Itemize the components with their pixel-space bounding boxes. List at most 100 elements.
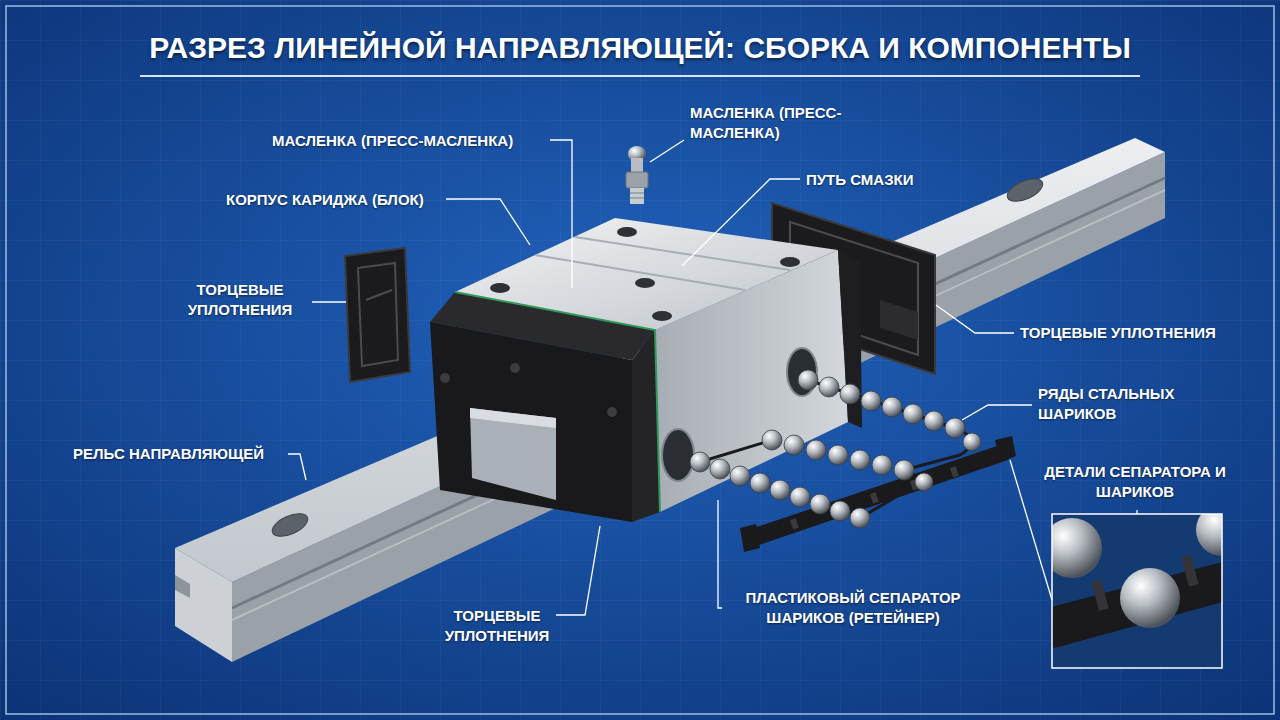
ball-rows: [915, 473, 933, 491]
carriage-block: [617, 227, 637, 237]
grease-nipple: [626, 146, 648, 204]
ball-rows: [790, 487, 810, 507]
guide-rail: [175, 138, 1165, 662]
carriage-block: [662, 429, 694, 481]
grease-nipple: [630, 198, 644, 199]
carriage-block: [470, 408, 556, 428]
ball-rows: [790, 466, 959, 529]
part-label: РЯДЫ СТАЛЬНЫХ ШАРИКОВ: [1038, 384, 1203, 425]
grease-nipple: [630, 193, 644, 194]
ball-rows: [894, 460, 914, 480]
part-label: ТОРЦЕВЫЕ УПЛОТНЕНИЯ: [1020, 323, 1216, 343]
ball-rows: [784, 435, 804, 455]
carriage-block: [787, 348, 817, 396]
leader-lines: [682, 179, 800, 266]
ball-rows: [798, 370, 818, 390]
ball-rows: [828, 445, 848, 465]
grease-nipple: [626, 172, 648, 188]
detail-inset: [1052, 514, 1222, 652]
end-seal-left: [366, 290, 392, 300]
ball-rows: [963, 433, 981, 451]
ball-rows: [830, 501, 850, 521]
ball-rows: [882, 397, 902, 417]
ball-rows: [690, 370, 1016, 552]
carriage-block: [780, 257, 800, 267]
ball-rows: [790, 518, 799, 529]
carriage-block: [490, 283, 510, 293]
leader-lines: [1136, 510, 1137, 514]
carriage-block: [470, 408, 556, 500]
leader-lines: [936, 305, 1014, 333]
ball-rows: [770, 480, 790, 500]
leader-lines: [550, 140, 572, 288]
detail-inset: [1091, 579, 1108, 611]
ball-rows: [840, 384, 860, 404]
grease-nipple: [631, 158, 643, 172]
detail-inset: [1040, 504, 1248, 668]
carriage-block: [838, 250, 862, 428]
detail-inset: [1052, 518, 1102, 578]
part-label: РЕЛЬС НАПРАВЛЯЮЩЕЙ: [73, 444, 264, 464]
guide-rail: [175, 575, 190, 598]
leader-lines: [718, 500, 722, 608]
leader-lines: [288, 454, 306, 480]
ball-rows: [950, 466, 959, 477]
guide-rail: [232, 152, 1165, 662]
end-seal-left: [345, 248, 410, 382]
background: [6, 6, 1274, 714]
title: РАЗРЕЗ ЛИНЕЙНОЙ НАПРАВЛЯЮЩЕЙ: СБОРКА И К…: [0, 30, 1280, 66]
detail-inset: [1181, 555, 1198, 587]
carriage-block: [430, 218, 862, 522]
end-seal-left: [345, 248, 410, 382]
leader-lines: [556, 526, 600, 615]
ball-rows: [850, 450, 870, 470]
ball-rows: [945, 418, 965, 438]
ball-rows: [730, 466, 750, 486]
guide-rail: [232, 178, 1165, 608]
part-label: МАСЛЕНКА (ПРЕСС-МАСЛЕНКА): [690, 103, 890, 144]
carriage-block: [440, 373, 450, 383]
end-seal-left: [358, 263, 398, 366]
detail-inset: [1120, 568, 1180, 628]
grease-nipple: [630, 188, 644, 204]
carriage-block: [430, 322, 632, 522]
part-label: КОРПУС КАРИДЖА (БЛОК): [226, 190, 424, 210]
carriage-block: [455, 292, 660, 512]
part-label: ДЕТАЛИ СЕПАРАТОРА И ШАРИКОВ: [1030, 462, 1240, 503]
detail-inset: [1196, 514, 1222, 556]
ball-rows: [740, 524, 760, 552]
ball-rows: [690, 370, 981, 528]
guide-rail: [232, 190, 1165, 620]
ball-rows: [819, 377, 839, 397]
guide-rail: [175, 548, 232, 662]
guide-rail: [269, 509, 311, 541]
part-label: ПЛАСТИКОВЫЙ СЕПАРАТОР ШАРИКОВ (РЕТЕЙНЕР): [728, 588, 978, 629]
leader-lines: [312, 301, 346, 302]
carriage-block: [652, 311, 672, 321]
ball-rows: [710, 459, 730, 479]
ball-rows: [700, 380, 971, 518]
part-label: ТОРЦЕВЫЕ УПЛОТНЕНИЯ: [170, 280, 310, 321]
part-label: ПУТЬ СМАЗКИ: [806, 170, 914, 190]
guide-rail: [175, 138, 1165, 582]
leader-lines: [650, 140, 684, 162]
guide-rail: [1004, 174, 1046, 206]
ball-rows: [806, 440, 826, 460]
ball-rows: [850, 508, 870, 528]
ball-rows: [872, 455, 892, 475]
ball-rows: [924, 411, 944, 431]
carriage-block: [535, 255, 745, 290]
ball-rows: [870, 492, 879, 503]
leader-lines: [288, 140, 1137, 615]
end-seal-right: [880, 300, 918, 340]
ball-rows: [690, 452, 710, 472]
ball-rows: [750, 473, 770, 493]
ball-rows: [861, 391, 881, 411]
carriage-block: [635, 278, 655, 288]
leader-lines: [446, 199, 530, 245]
